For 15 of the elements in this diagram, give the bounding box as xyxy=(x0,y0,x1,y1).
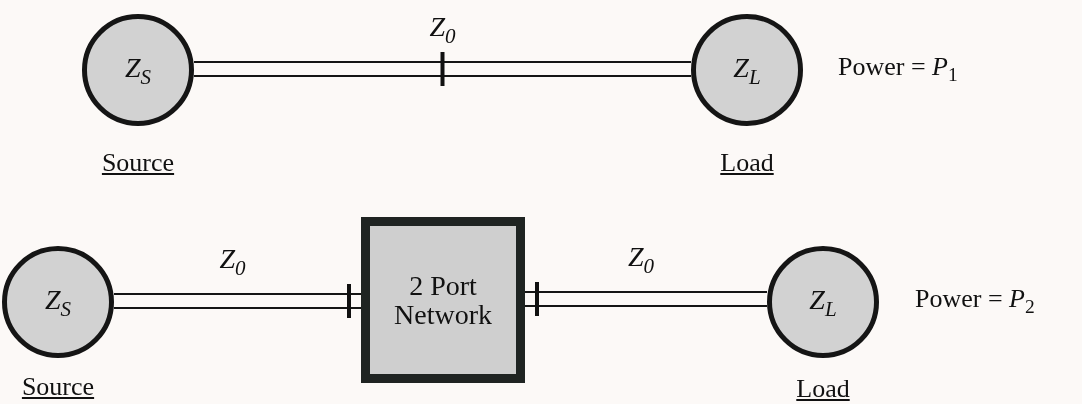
power-label: Power = P$_{1}$ xyxy=(838,52,958,87)
port-caption: Source xyxy=(21,372,95,402)
network-box xyxy=(361,217,525,383)
network-label: 2 Port Network xyxy=(393,270,493,330)
transmission-line xyxy=(523,290,769,308)
port-caption: Source xyxy=(101,148,175,178)
impedance-label: Z$_{L}$ xyxy=(809,284,837,320)
impedance-label: Z$_{S}$ xyxy=(124,52,152,88)
transmission-line xyxy=(112,292,363,310)
power-label: Power = P$_{2}$ xyxy=(915,284,1035,319)
port-caption: Load xyxy=(796,374,850,404)
impedance-label: Z$_{S}$ xyxy=(44,284,72,320)
port-caption: Load xyxy=(720,148,774,178)
impedance-label: Z$_{L}$ xyxy=(733,52,761,88)
transmission-line xyxy=(192,60,693,78)
